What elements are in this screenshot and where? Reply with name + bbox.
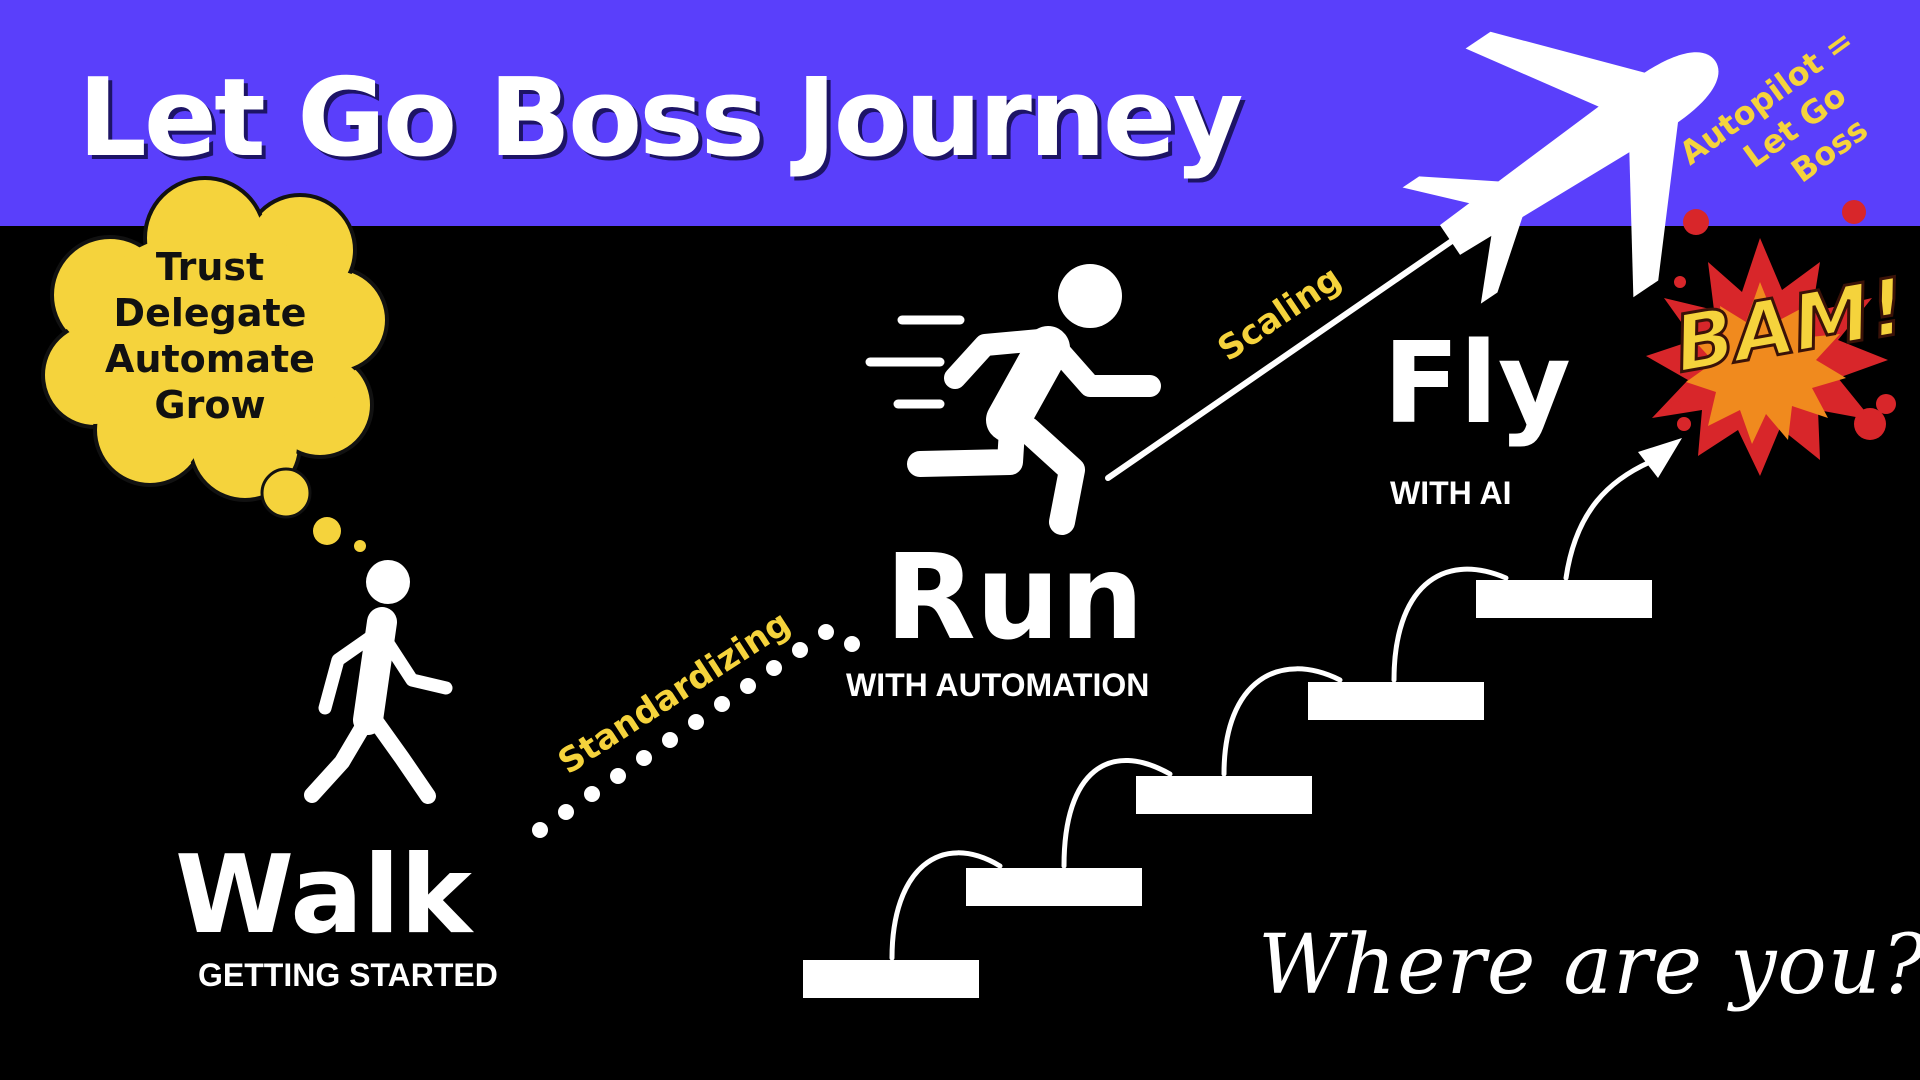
where-are-you-question: Where are you? bbox=[1258, 918, 1920, 1013]
flight-trail bbox=[1105, 231, 1465, 481]
standardizing-label: Standardizing bbox=[551, 603, 797, 782]
airplane-icon bbox=[1402, 31, 1719, 304]
autopilot-note: Autopilot = Let Go Boss bbox=[1672, 21, 1874, 190]
dotted-path bbox=[532, 624, 860, 838]
bam-text: BAM! bbox=[1668, 262, 1913, 391]
thought-line-2: Delegate bbox=[114, 291, 307, 335]
thought-line-1: Trust bbox=[156, 245, 264, 289]
arrow-head-icon bbox=[1638, 438, 1682, 478]
fly-sublabel: WITH AI bbox=[1390, 475, 1511, 511]
stair-step-5 bbox=[1476, 580, 1652, 618]
walking-person-icon bbox=[304, 560, 453, 804]
stair-step-2 bbox=[966, 868, 1142, 906]
thought-line-4: Grow bbox=[154, 383, 265, 427]
curved-arrow-icon bbox=[1563, 459, 1653, 581]
page-title: Let Go Boss Journey bbox=[78, 56, 1243, 181]
scaling-label: Scaling bbox=[1211, 258, 1349, 369]
thought-cloud-icon bbox=[41, 176, 389, 552]
running-person-icon bbox=[865, 264, 1161, 535]
stairs bbox=[803, 580, 1652, 998]
stair-step-1 bbox=[803, 960, 979, 998]
hop-arcs bbox=[889, 459, 1653, 961]
comic-burst-icon bbox=[1646, 200, 1896, 476]
run-sublabel: WITH AUTOMATION bbox=[846, 667, 1149, 703]
stair-step-3 bbox=[1136, 776, 1312, 814]
thought-line-3: Automate bbox=[105, 337, 315, 381]
walk-sublabel: GETTING STARTED bbox=[198, 957, 498, 993]
fly-label: Fly bbox=[1383, 319, 1571, 449]
stair-step-4 bbox=[1308, 682, 1484, 720]
run-label: Run bbox=[885, 528, 1144, 666]
walk-label: Walk bbox=[175, 833, 474, 958]
